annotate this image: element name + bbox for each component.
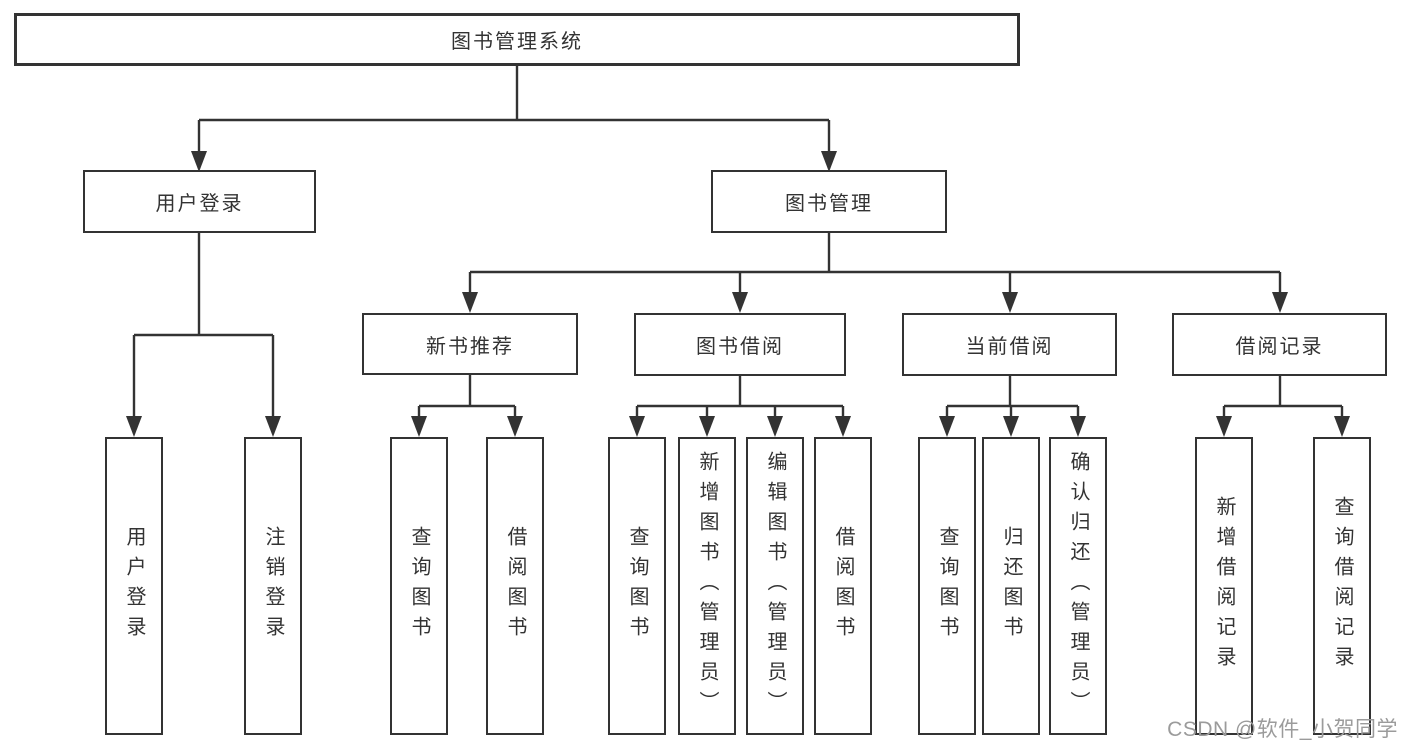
leaf-label: 确认归还（管理员） (1067, 451, 1089, 721)
leaf-label: 查询图书 (936, 526, 958, 646)
arrowhead (1002, 292, 1018, 313)
leaf-label: 借阅图书 (832, 526, 854, 646)
leaf-current-query: 查询图书 (918, 437, 976, 735)
arrowhead (1070, 416, 1086, 437)
arrowhead (507, 416, 523, 437)
leaf-label: 借阅图书 (504, 526, 526, 646)
arrowhead (462, 292, 478, 313)
leaf-newbook-query: 查询图书 (390, 437, 448, 735)
node-book-borrow: 图书借阅 (634, 313, 846, 376)
leaf-current-return: 归还图书 (982, 437, 1040, 735)
node-current-borrow: 当前借阅 (902, 313, 1117, 376)
arrowhead (1334, 416, 1350, 437)
tree-edges (132, 66, 1344, 421)
arrowhead (1272, 292, 1288, 313)
arrowhead (939, 416, 955, 437)
node-borrow-record: 借阅记录 (1172, 313, 1387, 376)
leaf-label: 新增图书（管理员） (696, 451, 718, 721)
arrowhead (767, 416, 783, 437)
leaf-label: 查询图书 (408, 526, 430, 646)
arrowhead (835, 416, 851, 437)
arrowhead (699, 416, 715, 437)
node-root: 图书管理系统 (14, 13, 1020, 66)
arrowhead (629, 416, 645, 437)
arrowhead (821, 151, 837, 172)
leaf-borrow-edit: 编辑图书（管理员） (746, 437, 804, 735)
leaf-label: 归还图书 (1000, 526, 1022, 646)
arrowhead (1003, 416, 1019, 437)
leaf-label: 查询借阅记录 (1331, 496, 1353, 676)
leaf-user-login: 用户登录 (105, 437, 163, 735)
node-book-mgmt: 图书管理 (711, 170, 947, 233)
arrowhead (126, 416, 142, 437)
leaf-label: 用户登录 (123, 526, 145, 646)
csdn-watermark: CSDN @软件_小贺同学 (1167, 718, 1398, 741)
arrowhead (265, 416, 281, 437)
leaf-record-add: 新增借阅记录 (1195, 437, 1253, 735)
leaf-borrow-borrow: 借阅图书 (814, 437, 872, 735)
leaf-label: 新增借阅记录 (1213, 496, 1235, 676)
leaf-label: 查询图书 (626, 526, 648, 646)
arrowhead (191, 151, 207, 172)
leaf-borrow-add: 新增图书（管理员） (678, 437, 736, 735)
leaf-borrow-query: 查询图书 (608, 437, 666, 735)
leaf-current-confirm: 确认归还（管理员） (1049, 437, 1107, 735)
leaf-logout: 注销登录 (244, 437, 302, 735)
node-new-book-rec: 新书推荐 (362, 313, 578, 375)
leaf-label: 注销登录 (262, 526, 284, 646)
arrowhead (1216, 416, 1232, 437)
leaf-newbook-borrow: 借阅图书 (486, 437, 544, 735)
leaf-record-query: 查询借阅记录 (1313, 437, 1371, 735)
leaf-label: 编辑图书（管理员） (764, 451, 786, 721)
node-user-login: 用户登录 (83, 170, 316, 233)
arrowhead (732, 292, 748, 313)
arrowhead (411, 416, 427, 437)
